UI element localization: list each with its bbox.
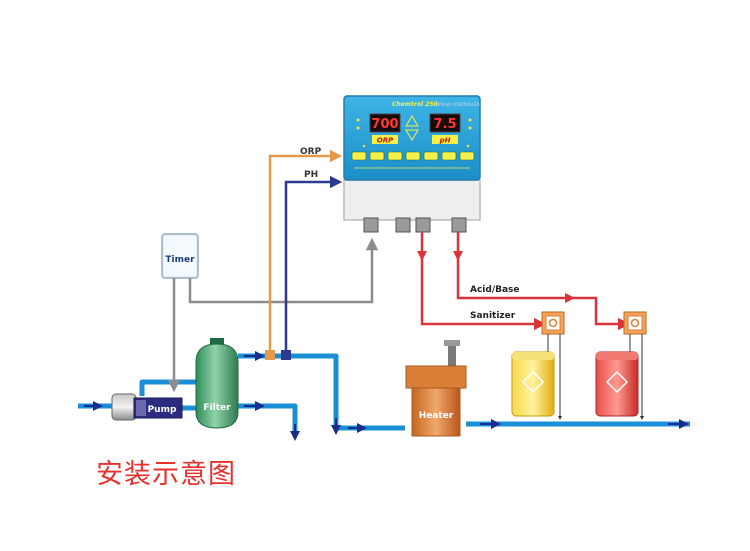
timer-label: Timer [165, 255, 195, 265]
filter-label: Filter [203, 403, 231, 413]
controller-panel [343, 95, 481, 181]
controller-brand: Chemtrol 250 [392, 101, 438, 108]
up-arrow-icon [405, 115, 419, 127]
pump-bypass-pipe [139, 379, 196, 396]
controller: Chemtrol 250 ORP/pH CONTROLLER 700 7.5 O… [343, 95, 481, 233]
ph-tag [432, 135, 458, 144]
sanitizer-tank [511, 351, 555, 417]
controller-button[interactable] [405, 151, 421, 161]
down-arrow-icon [405, 129, 419, 141]
orp-sensor [265, 350, 275, 360]
filter-waste-pipe [238, 403, 298, 432]
ph-line-label: PH [304, 170, 318, 180]
flow-arrows [84, 351, 689, 441]
orp-sensor-line [268, 149, 343, 356]
acid-base-label: Acid/Base [470, 285, 520, 295]
controller-body [343, 179, 481, 221]
ph-reading: 7.5 [433, 117, 456, 132]
orp-tag-label: ORP [377, 137, 394, 145]
controller-button[interactable] [369, 151, 385, 161]
heater: Heater [405, 340, 467, 437]
controller-buttons [351, 151, 475, 161]
heater-label: Heater [419, 411, 454, 421]
filter: Filter [195, 338, 239, 429]
indicator-leds [356, 118, 472, 148]
diagram-caption: 安装示意图 [96, 459, 236, 490]
acid-base-tank [595, 351, 639, 417]
timer: Timer [161, 233, 199, 279]
controller-subtitle: ORP/pH CONTROLLER [436, 102, 480, 107]
sanitizer-dosing-pump [541, 311, 565, 335]
orp-display [369, 113, 401, 133]
sanitizer-label: Sanitizer [470, 311, 516, 321]
ph-sensor-line [284, 175, 343, 356]
orp-reading: 700 [371, 117, 398, 132]
ph-display [429, 113, 461, 133]
orp-tag [372, 135, 398, 144]
controller-button[interactable] [351, 151, 367, 161]
controller-button[interactable] [459, 151, 475, 161]
filter-outlet-pipe [238, 353, 405, 431]
sanitizer-control-line [420, 232, 547, 331]
controller-button[interactable] [423, 151, 439, 161]
orp-line-label: ORP [300, 147, 322, 157]
acid-base-dosing-pump [623, 311, 647, 335]
acid-base-control-line [456, 232, 631, 331]
ph-sensor [281, 350, 291, 360]
cable-glands [363, 217, 467, 233]
timer-signal-line [167, 237, 379, 393]
ph-tag-label: pH [439, 137, 451, 145]
pump: Pump [111, 393, 183, 421]
controller-button[interactable] [387, 151, 403, 161]
pump-label: Pump [148, 405, 177, 415]
controller-button[interactable] [441, 151, 457, 161]
